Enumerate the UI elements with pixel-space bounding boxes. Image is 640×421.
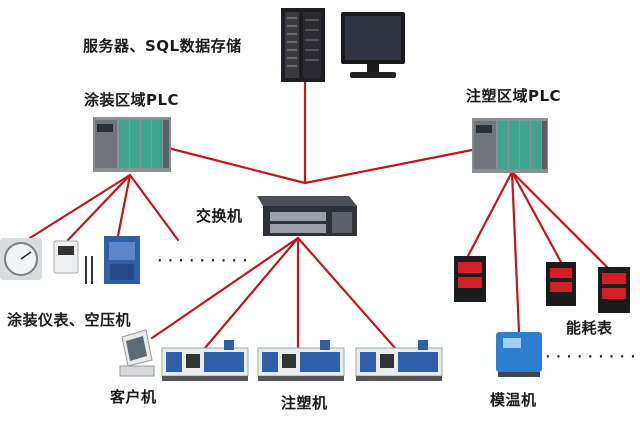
network-links <box>28 80 610 350</box>
client-computer-icon <box>119 329 155 377</box>
link-switch-machine-3 <box>296 236 397 350</box>
link-coating-plc-more <box>128 173 180 242</box>
energy-meter-icon-2 <box>546 262 576 306</box>
injection-plc-icon <box>472 118 548 173</box>
mold-temp-machine-label: 模温机 <box>490 391 537 409</box>
coating-instruments-label: 涂装仪表、空压机 <box>7 311 132 329</box>
energy-meter-label: 能耗表 <box>566 319 613 337</box>
link-switch-client <box>150 236 300 340</box>
injection-plc-label: 注塑区域PLC <box>466 87 562 105</box>
injection-machine-icon-2 <box>257 340 345 381</box>
injection-machine-icon-1 <box>161 340 249 381</box>
monitor-icon <box>341 12 405 78</box>
link-coating-plc-switch <box>166 146 307 185</box>
more-meters-ellipsis: ········· <box>543 347 639 366</box>
network-switch-icon <box>257 196 357 236</box>
link-injection-plc-meter-2 <box>510 170 563 264</box>
client-label: 客户机 <box>110 388 157 406</box>
link-injection-plc-meter-1 <box>466 170 514 258</box>
link-switch-machine-1 <box>203 236 300 350</box>
coating-plc-icon <box>93 117 171 172</box>
injection-machine-label: 注塑机 <box>281 394 328 412</box>
link-coating-plc-gauge <box>28 173 132 240</box>
energy-meter-icon-1 <box>454 256 486 302</box>
injection-machine-icon-3 <box>355 340 443 381</box>
switch-label: 交换机 <box>196 207 243 225</box>
mold-temperature-machine-icon <box>496 332 542 377</box>
air-compressor-icon <box>104 236 140 284</box>
link-injection-plc-mold-temp <box>510 170 521 334</box>
temperature-sensor-icon <box>53 240 93 284</box>
server-label: 服务器、SQL数据存储 <box>83 37 242 55</box>
server-rack-icon <box>281 8 325 82</box>
coating-plc-label: 涂装区域PLC <box>84 91 180 109</box>
link-injection-plc-meter-3 <box>510 170 610 270</box>
energy-meter-icon-3 <box>598 267 630 313</box>
link-injection-plc-switch <box>303 148 474 185</box>
pressure-gauge-icon <box>0 238 42 280</box>
link-coating-plc-sensor <box>66 173 132 242</box>
link-coating-plc-compressor <box>116 173 132 238</box>
more-instruments-ellipsis: ········· <box>155 251 251 270</box>
